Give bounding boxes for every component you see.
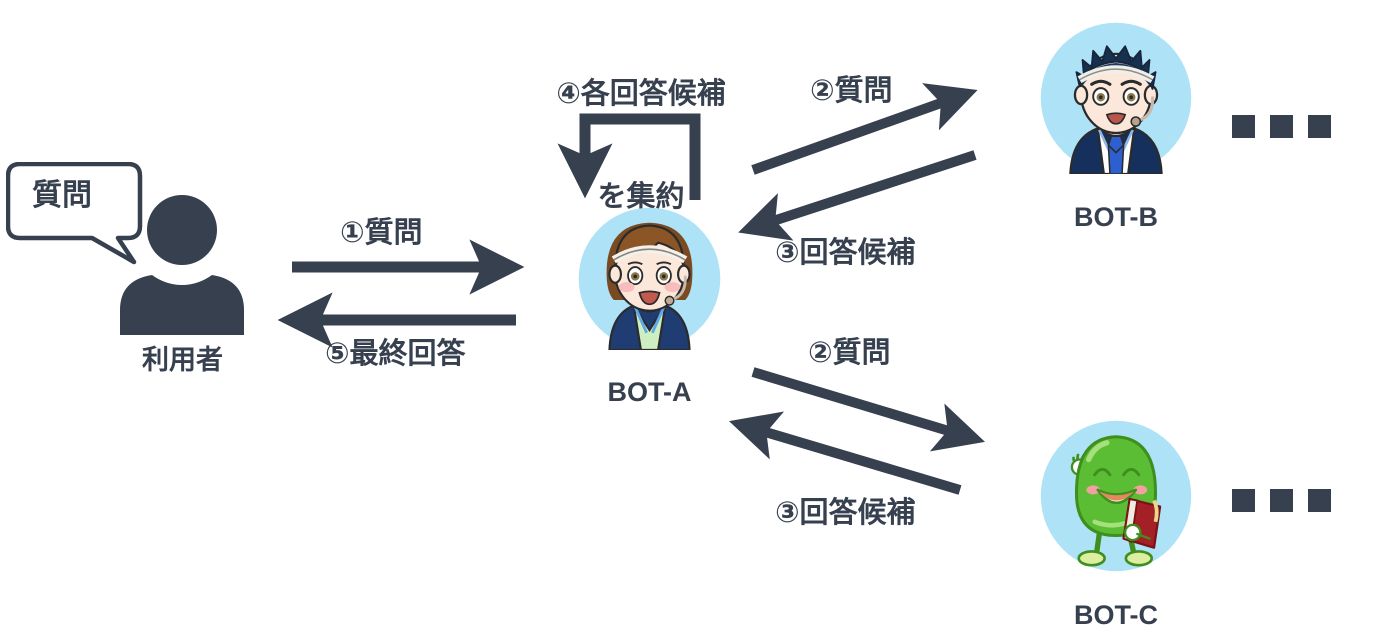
flow-label-2-botc: ②質問	[808, 335, 891, 369]
flow-label-2-botb: ②質問	[810, 73, 893, 107]
speech-bubble-text: 質問	[32, 178, 92, 213]
arrow-botb-to-bota	[738, 150, 977, 241]
arrow-botc-to-bota	[729, 411, 962, 495]
female-operator-avatar-icon	[578, 207, 721, 352]
flow-label-4-line1: ④各回答候補	[556, 76, 726, 111]
user-silhouette-icon	[120, 195, 244, 335]
arrow-bota-to-botb	[751, 83, 978, 175]
actor-bot-c[interactable]: BOT-C	[1040, 420, 1192, 635]
actor-bot-a-label: BOT-A	[607, 377, 692, 407]
flow-label-4: ④各回答候補 を集約	[516, 8, 766, 282]
actor-user[interactable]: 利用者	[110, 190, 255, 390]
arrow-bota-to-botc	[751, 367, 985, 452]
flow-label-1: ①質問	[340, 215, 423, 249]
three-squares-icon	[1232, 489, 1331, 512]
green-mascot-avatar-icon	[1040, 420, 1192, 572]
actor-bot-c-label: BOT-C	[1074, 600, 1158, 630]
speech-bubble-shape	[5, 161, 143, 265]
male-operator-avatar-icon	[1040, 22, 1192, 176]
flow-label-3-botb: ③回答候補	[775, 235, 916, 269]
ellipsis-more-bots-top	[1232, 115, 1332, 146]
actor-bot-a[interactable]: BOT-A	[578, 207, 721, 407]
flow-label-5: ⑤最終回答	[325, 336, 466, 370]
actor-bot-b-label: BOT-B	[1074, 202, 1158, 232]
three-squares-icon	[1232, 115, 1331, 138]
speech-bubble: 質問	[5, 161, 156, 270]
actor-user-label: 利用者	[142, 345, 223, 375]
ellipsis-more-bots-bottom	[1232, 489, 1332, 520]
flow-label-3-botc: ③回答候補	[775, 495, 916, 529]
actor-bot-b[interactable]: BOT-B	[1040, 22, 1192, 237]
flow-label-4-line2: を集約	[597, 179, 685, 214]
